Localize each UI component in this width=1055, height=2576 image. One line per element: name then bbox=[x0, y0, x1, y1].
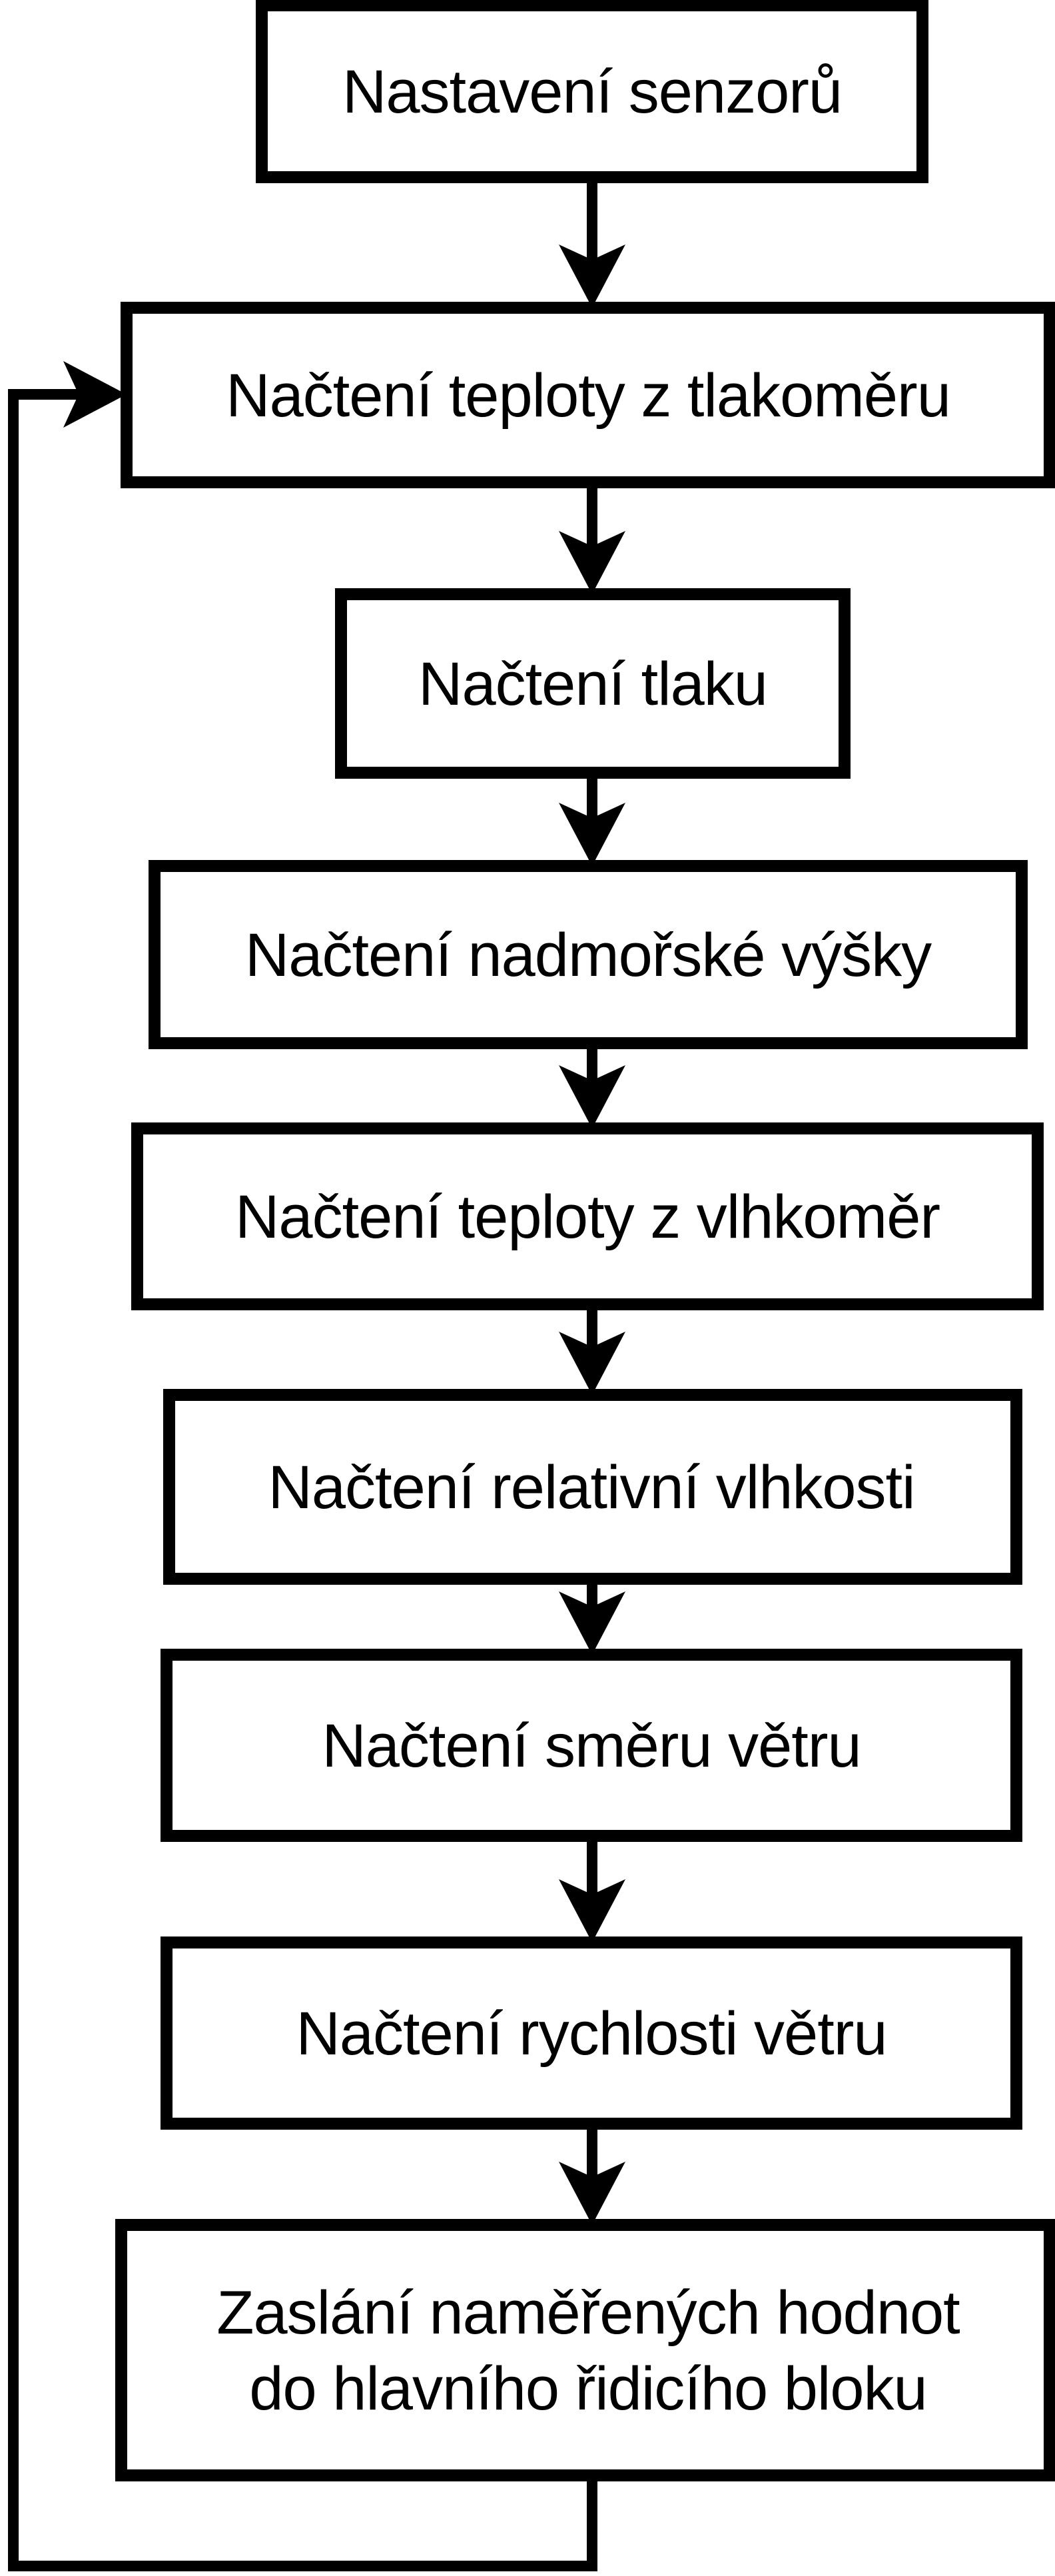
arrow-nacteni-nadmorske-vysky-to-nacteni-teploty-z-vlhkomer bbox=[559, 1043, 625, 1128]
node-box-nacteni-relativni-vlhkosti bbox=[163, 1389, 1022, 1585]
node-box-nacteni-smeru-vetru bbox=[161, 1649, 1022, 1842]
node-box-zaslani-namerenych-hodnot bbox=[115, 2219, 1055, 2481]
node-label-nastaveni-senzoru: Nastavení senzorů bbox=[342, 58, 842, 126]
loop-back-edge-zaslani-to-nacteni-teploty bbox=[8, 361, 597, 2571]
arrow-nacteni-rychlosti-vetru-to-zaslani-namerenych-hodnot bbox=[559, 2124, 625, 2225]
node-label-nacteni-teploty-z-vlhkomer: Načtení teploty z vlhkoměr bbox=[235, 1183, 940, 1251]
node-zaslani-namerenych-hodnot: Zaslání naměřených hodnot do hlavního ři… bbox=[115, 2219, 1055, 2481]
arrow-head bbox=[559, 1332, 625, 1395]
node-label-nacteni-nadmorske-vysky: Načtení nadmořské výšky bbox=[245, 921, 932, 989]
node-label-nacteni-tlaku: Načtení tlaku bbox=[418, 650, 767, 718]
node-nacteni-teploty-z-tlakomeru: Načtení teploty z tlakoměru bbox=[121, 302, 1055, 488]
arrow-nacteni-teploty-z-tlakomeru-to-nacteni-tlaku bbox=[559, 482, 625, 594]
node-nastaveni-senzoru: Nastavení senzorů bbox=[256, 0, 928, 183]
arrow-head bbox=[559, 1591, 625, 1655]
node-nacteni-teploty-z-vlhkomer: Načtení teploty z vlhkoměr bbox=[131, 1122, 1044, 1310]
arrow-nacteni-teploty-z-vlhkomer-to-nacteni-relativni-vlhkosti bbox=[559, 1304, 625, 1395]
node-nacteni-rychlosti-vetru: Načtení rychlosti větru bbox=[161, 1936, 1022, 2130]
arrow-nastaveni-senzoru-to-nacteni-teploty-z-tlakomeru bbox=[559, 177, 625, 308]
arrow-head bbox=[63, 361, 127, 428]
node-nacteni-nadmorske-vysky: Načtení nadmořské výšky bbox=[149, 860, 1028, 1049]
arrow-nacteni-tlaku-to-nacteni-nadmorske-vysky bbox=[559, 773, 625, 866]
loop-back-line bbox=[8, 389, 597, 2571]
arrow-head bbox=[559, 531, 625, 594]
node-label-zaslani-namerenych-hodnot-line2: do hlavního řidicího bloku bbox=[249, 2355, 926, 2423]
node-nacteni-relativni-vlhkosti: Načtení relativní vlhkosti bbox=[163, 1389, 1022, 1585]
node-label-nacteni-rychlosti-vetru: Načtení rychlosti větru bbox=[296, 2000, 886, 2068]
node-box-nacteni-teploty-z-tlakomeru bbox=[121, 302, 1055, 488]
arrow-head bbox=[559, 244, 625, 308]
node-box-nacteni-tlaku bbox=[335, 588, 851, 779]
arrow-nacteni-smeru-vetru-to-nacteni-rychlosti-vetru bbox=[559, 1836, 625, 1942]
node-box-nacteni-rychlosti-vetru bbox=[161, 1936, 1022, 2130]
arrow-head bbox=[559, 2162, 625, 2225]
node-label-zaslani-namerenych-hodnot-line1: Zaslání naměřených hodnot bbox=[216, 2279, 960, 2347]
node-label-nacteni-teploty-z-tlakomeru: Načtení teploty z tlakoměru bbox=[226, 362, 950, 430]
arrow-nacteni-relativni-vlhkosti-to-nacteni-smeru-vetru bbox=[559, 1579, 625, 1655]
node-label-nacteni-relativni-vlhkosti: Načtení relativní vlhkosti bbox=[268, 1454, 914, 1521]
node-label-nacteni-smeru-vetru: Načtení směru větru bbox=[322, 1712, 861, 1780]
node-nacteni-smeru-vetru: Načtení směru větru bbox=[161, 1649, 1022, 1842]
arrow-head bbox=[559, 1879, 625, 1942]
arrow-head bbox=[559, 1065, 625, 1128]
node-nacteni-tlaku: Načtení tlaku bbox=[335, 588, 851, 779]
arrow-head bbox=[559, 803, 625, 866]
